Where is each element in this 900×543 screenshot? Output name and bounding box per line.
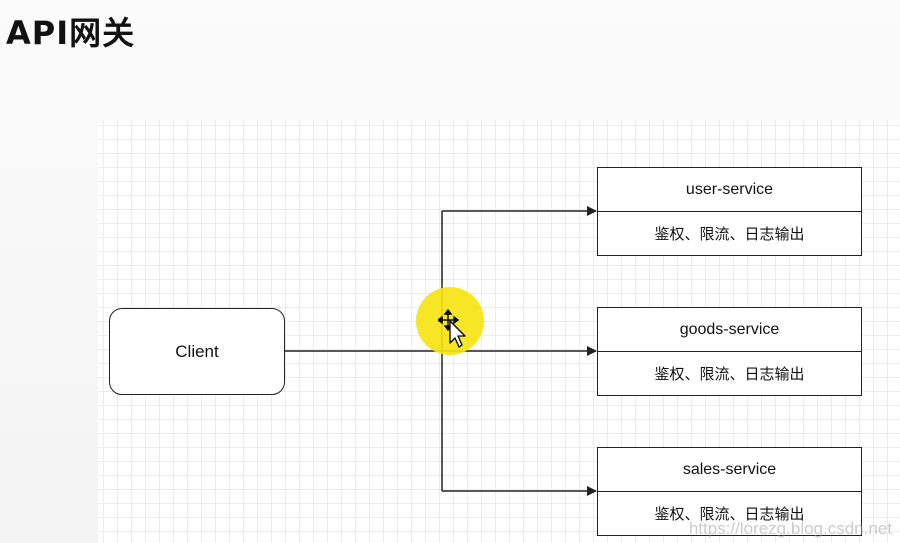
- service-name: user-service: [598, 168, 861, 212]
- service-node-goods[interactable]: goods-service 鉴权、限流、日志输出: [597, 307, 862, 396]
- client-label: Client: [175, 341, 219, 361]
- service-name: sales-service: [598, 448, 861, 492]
- move-cursor-icon: [438, 309, 466, 348]
- service-features: 鉴权、限流、日志输出: [654, 225, 805, 243]
- page-title: API网关: [6, 14, 136, 52]
- service-node-sales[interactable]: sales-service 鉴权、限流、日志输出: [597, 447, 862, 536]
- service-name: goods-service: [598, 308, 861, 352]
- service-features: 鉴权、限流、日志输出: [654, 505, 805, 523]
- service-node-user[interactable]: user-service 鉴权、限流、日志输出: [597, 167, 862, 256]
- client-node[interactable]: Client: [109, 308, 285, 395]
- service-features: 鉴权、限流、日志输出: [654, 365, 805, 383]
- watermark: https://lorezg.blog.csdn.net: [688, 519, 892, 538]
